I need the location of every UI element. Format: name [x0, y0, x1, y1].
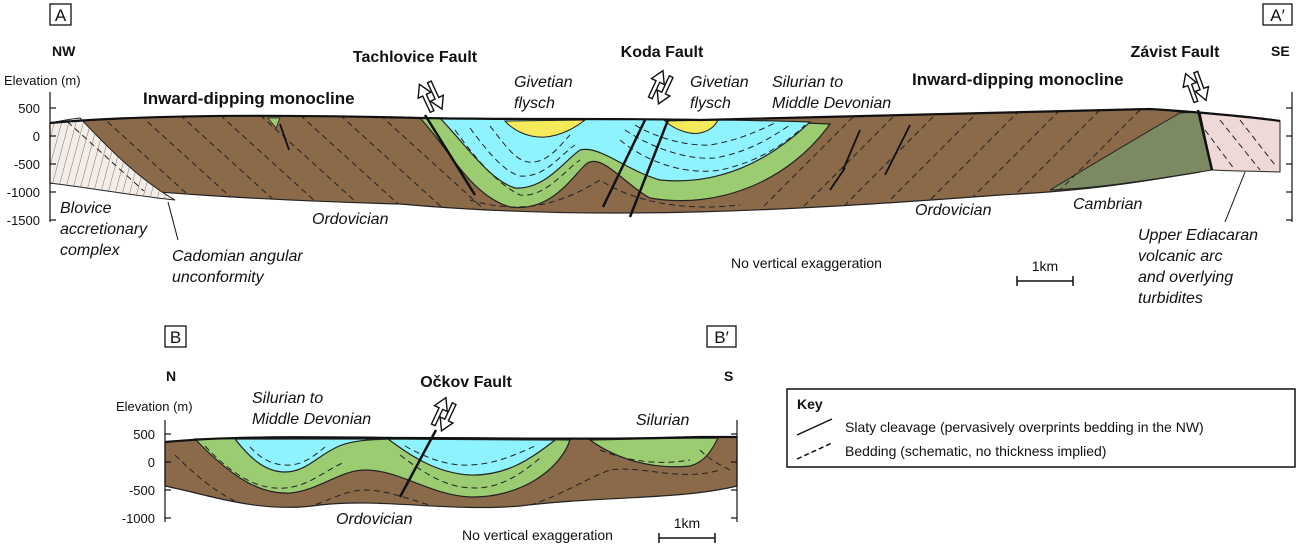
givetian-left-unit: [503, 119, 587, 138]
tick-label: 0: [148, 455, 155, 470]
cleavage-symbol-icon: [796, 418, 833, 436]
elevation-title-b: Elevation (m): [116, 399, 193, 414]
scale-label-a: 1km: [1032, 258, 1058, 274]
no-exaggeration-b: No vertical exaggeration: [462, 527, 613, 543]
scale-bar-b: [658, 533, 716, 543]
koda-fault-arrows-icon: [647, 69, 674, 106]
tick-label: -500: [14, 157, 40, 172]
tachlovice-fault-arrows-icon: [417, 80, 445, 114]
givetian-right-label-2: flysch: [690, 95, 731, 112]
tick-label: 500: [18, 101, 40, 116]
section-b-prime-label: B′: [714, 328, 729, 347]
blovice-label-1: Blovice: [60, 200, 112, 217]
scale-label-b: 1km: [674, 515, 700, 531]
legend-key: Key Slaty cleavage (pervasively overprin…: [786, 388, 1296, 468]
elevation-axis-right-b: [731, 420, 738, 522]
direction-n: N: [166, 368, 176, 384]
zavist-fault-line: [1196, 109, 1214, 171]
silurian-devonian-b-label-2: Middle Devonian: [252, 411, 371, 428]
ediacaran-label-2: volcanic arc: [1138, 248, 1222, 265]
ordovician-b-label: Ordovician: [336, 511, 413, 528]
monocline-right-label: Inward-dipping monocline: [912, 70, 1124, 89]
givetian-right-label-1: Givetian: [690, 74, 749, 91]
cadomian-label-1: Cadomian angular: [172, 248, 303, 265]
givetian-left-label-1: Givetian: [514, 74, 573, 91]
blovice-label-2: accretionary: [60, 221, 148, 238]
cadomian-label-2: unconformity: [172, 269, 265, 286]
ediacaran-label-4: turbidites: [1138, 290, 1203, 307]
silurian-b-label: Silurian: [636, 412, 689, 429]
direction-s: S: [724, 368, 733, 384]
koda-fault-label: Koda Fault: [621, 44, 704, 61]
ockov-fault-line: [398, 429, 438, 498]
devonian-unit-b-1: [233, 438, 389, 473]
ediacaran-unit: [1199, 111, 1281, 173]
topographic-surface-b: [164, 435, 737, 444]
zavist-fault-arrows-icon: [1182, 70, 1210, 104]
bedding-symbol-icon: [796, 442, 833, 460]
silurian-devonian-label-1: Silurian to: [772, 74, 843, 91]
no-exaggeration-a: No vertical exaggeration: [731, 255, 882, 271]
koda-fault-line-1: [601, 119, 647, 208]
elevation-title-a: Elevation (m): [4, 73, 81, 88]
tick-label: -1000: [7, 185, 40, 200]
section-a: Elevation (m) 500 0 -500 -1000 -1500 A A…: [4, 3, 1293, 307]
tachlovice-fault-line: [423, 114, 477, 196]
devonian-unit-b-2: [386, 438, 557, 476]
key-bedding-label: Bedding (schematic, no thickness implied…: [845, 443, 1106, 459]
ockov-fault-arrows-icon: [430, 396, 457, 433]
tick-label: 0: [33, 129, 40, 144]
ediacaran-label-1: Upper Ediacaran: [1138, 227, 1258, 244]
section-b: Elevation (m) 500 0 -500 -1000 B B′ N S …: [116, 325, 738, 543]
givetian-left-label-2: flysch: [514, 95, 555, 112]
zavist-fault-label: Závist Fault: [1131, 44, 1221, 61]
scale-bar-a: [1016, 276, 1074, 286]
topographic-surface-a: [49, 107, 1281, 125]
ordovician-right-label: Ordovician: [915, 202, 992, 219]
tick-label: -1000: [122, 511, 155, 526]
tachlovice-fault-label: Tachlovice Fault: [353, 49, 478, 66]
ediacaran-label-3: and overlying: [1138, 269, 1233, 286]
section-b-label: B: [170, 328, 181, 347]
givetian-right-unit: [663, 119, 719, 134]
key-cleavage-label: Slaty cleavage (pervasively overprints b…: [845, 419, 1204, 435]
tick-label: -1500: [7, 213, 40, 228]
ordovician-left-label: Ordovician: [312, 211, 389, 228]
tick-label: 500: [133, 427, 155, 442]
elevation-axis-left-b: [164, 420, 171, 522]
elevation-axis-left-a: [49, 92, 56, 222]
cambrian-label: Cambrian: [1073, 196, 1142, 213]
silurian-devonian-b-label-1: Silurian to: [252, 390, 323, 407]
blovice-label-3: complex: [60, 242, 121, 259]
tick-label: -500: [129, 483, 155, 498]
silurian-devonian-label-2: Middle Devonian: [772, 95, 891, 112]
monocline-left-label: Inward-dipping monocline: [143, 89, 355, 108]
ockov-fault-label: Očkov Fault: [420, 374, 512, 391]
direction-se: SE: [1271, 43, 1290, 59]
section-a-label: A: [55, 6, 67, 25]
elevation-axis-right-a: [1286, 92, 1293, 222]
direction-nw: NW: [52, 43, 76, 59]
koda-fault-line-2: [628, 119, 670, 218]
key-title: Key: [797, 396, 823, 412]
bedding-lines-b: [174, 445, 731, 508]
section-a-prime-label: A′: [1270, 6, 1285, 25]
